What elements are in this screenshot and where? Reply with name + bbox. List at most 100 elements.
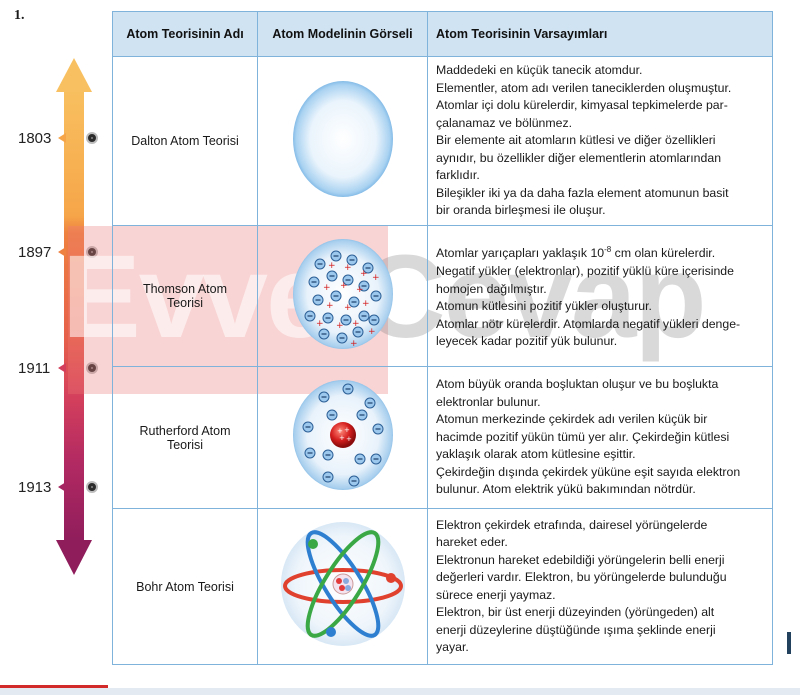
assumptions-rutherford: Atom büyük oranda boşluktan oluşur ve bu…	[427, 366, 773, 509]
assumption-line: sürece enerji yaymaz.	[436, 587, 556, 602]
assumption-line: hareket eder.	[436, 535, 508, 549]
model-cell-bohr	[257, 508, 428, 665]
assumption-line: yaklaşık olarak atom kütlesine eşittir.	[436, 447, 636, 462]
timeline: 1803 1897 1911 1913	[0, 0, 115, 695]
electron-icon	[326, 409, 337, 421]
theory-name-line: Teorisi	[166, 437, 204, 452]
electron-icon	[368, 314, 379, 325]
positive-charge-icon: +	[344, 303, 352, 313]
model-cell-thomson: +++++++++++++++	[257, 225, 428, 367]
positive-charge-icon: +	[372, 273, 380, 283]
positive-charge-icon: +	[340, 281, 348, 291]
electron-icon	[330, 290, 341, 301]
assumption-line: Negatif yükler (elektronlar), pozitif yü…	[436, 264, 734, 279]
positive-charge-icon: +	[352, 319, 360, 329]
model-cell-rutherford: + + + +	[257, 366, 428, 509]
theory-name-line: Thomson Atom	[142, 282, 228, 296]
positive-charge-icon: +	[326, 301, 334, 311]
positive-charge-icon: +	[336, 321, 344, 331]
header-theory-name: Atom Teorisinin Adı	[112, 11, 258, 57]
electron-icon	[370, 290, 381, 301]
positive-charge-icon: +	[350, 339, 358, 349]
assumptions-dalton: Maddedeki en küçük tanecik atomdur. Elem…	[427, 56, 773, 226]
assumption-line: çalanamaz ve bölünmez.	[436, 115, 573, 130]
bottom-strip	[0, 688, 800, 695]
timeline-marker	[86, 481, 98, 493]
positive-charge-icon: +	[344, 263, 352, 273]
assumption-line: yayar.	[436, 640, 469, 654]
electron-icon	[354, 453, 365, 465]
year-1897: 1897	[18, 244, 52, 261]
assumption-line: leyecek kadar pozitif yük bulunur.	[436, 334, 618, 349]
electron-icon	[372, 423, 383, 435]
electron-icon	[364, 397, 375, 409]
year-1911: 1911	[18, 360, 51, 377]
electron-icon	[342, 383, 353, 395]
electron-icon	[304, 447, 315, 459]
year-1913: 1913	[18, 479, 52, 496]
positive-charge-icon: +	[362, 299, 370, 309]
exponent: -8	[604, 245, 612, 255]
electron-icon	[318, 328, 329, 339]
page-edge-mark	[787, 632, 791, 654]
assumption-line: bir oranda birleşmesi ile oluşur.	[436, 203, 606, 218]
thomson-plum-pudding-image: +++++++++++++++	[292, 238, 393, 349]
theory-name-bohr: Bohr Atom Teorisi	[112, 508, 258, 665]
electron-icon	[330, 250, 341, 261]
assumption-line: Bileşikler iki ya da daha fazla element …	[436, 185, 729, 200]
model-cell-dalton	[257, 56, 428, 226]
electron-icon	[312, 294, 323, 305]
assumptions-thomson: Atomlar yarıçapları yaklaşık 10-8 cm ola…	[427, 225, 773, 367]
assumption-line: değerleri vardır. Elektron, bu yörüngele…	[436, 570, 727, 584]
svg-text:+: +	[346, 435, 352, 443]
table-row-dalton: Dalton Atom Teorisi Maddedeki en k	[112, 56, 773, 226]
assumption-line: elektronlar bulunur.	[436, 394, 541, 409]
assumption-line: Atomlar içi dolu kürelerdir, kimyasal te…	[436, 98, 728, 113]
theory-name-thomson: Thomson Atom Teorisi	[112, 225, 258, 367]
table-row-thomson: Thomson Atom Teorisi +++++++++++++++	[112, 225, 773, 367]
header-model-image: Atom Modelinin Görseli	[257, 11, 428, 57]
assumption-line: homojen dağılmıştır.	[436, 281, 547, 296]
svg-text:+: +	[344, 426, 350, 434]
timeline-arrow	[56, 58, 92, 575]
positive-charge-icon: +	[356, 285, 364, 295]
theory-name-line: Rutherford Atom	[139, 423, 231, 438]
electron-icon	[314, 258, 325, 269]
positive-charge-icon: +	[360, 269, 368, 279]
electron-icon	[326, 270, 337, 281]
electron-icon	[348, 475, 359, 487]
electron-icon	[370, 453, 381, 465]
assumption-line: Bir elemente ait atomların kütlesi ve di…	[436, 133, 716, 148]
atom-theories-table: Atom Teorisinin Adı Atom Modelinin Görse…	[112, 11, 773, 665]
positive-charge-icon: +	[368, 327, 376, 337]
assumption-line: aynıdır, bu özellikler diğer elementleri…	[436, 150, 722, 165]
electron-icon	[308, 276, 319, 287]
electron-icon	[342, 274, 353, 285]
assumption-line: Elektron çekirdek etrafında, dairesel yö…	[436, 517, 708, 532]
year-1803: 1803	[18, 130, 52, 147]
assumption-line: Atomun merkezinde çekirdek adı verilen k…	[436, 412, 708, 427]
electron-icon	[322, 471, 333, 483]
positive-charge-icon: +	[328, 261, 336, 271]
electron-icon	[336, 332, 347, 343]
assumptions-bohr: Elektron çekirdek etrafında, dairesel yö…	[427, 508, 773, 665]
electron-icon	[362, 262, 373, 273]
header-assumptions: Atom Teorisinin Varsayımları	[427, 11, 773, 57]
assumption-line: Elementler, atom adı verilen taneciklerd…	[436, 80, 732, 95]
theory-name-dalton: Dalton Atom Teorisi	[112, 56, 258, 226]
electron-icon	[358, 310, 369, 321]
table-row-rutherford: Rutherford Atom Teorisi	[112, 366, 773, 509]
electron-icon	[322, 312, 333, 323]
electron-icon	[356, 409, 367, 421]
theory-name-rutherford: Rutherford Atom Teorisi	[112, 366, 258, 509]
electron-icon	[358, 280, 369, 291]
electron-icon	[346, 254, 357, 265]
assumption-line: Atomun kütlesini pozitif yükler oluşturu…	[436, 299, 652, 314]
assumption-line: hacimde pozitif yükün tümü yer alır. Çek…	[436, 429, 730, 444]
assumption-line: farklıdır.	[436, 168, 480, 183]
electron-icon	[322, 449, 333, 461]
table-row-bohr: Bohr Atom Teorisi	[112, 508, 773, 665]
electron-icon	[302, 421, 313, 433]
assumption-line: enerji düzeylerine düştüğünde ışıma şekl…	[436, 622, 716, 637]
electron-icon	[348, 296, 359, 307]
